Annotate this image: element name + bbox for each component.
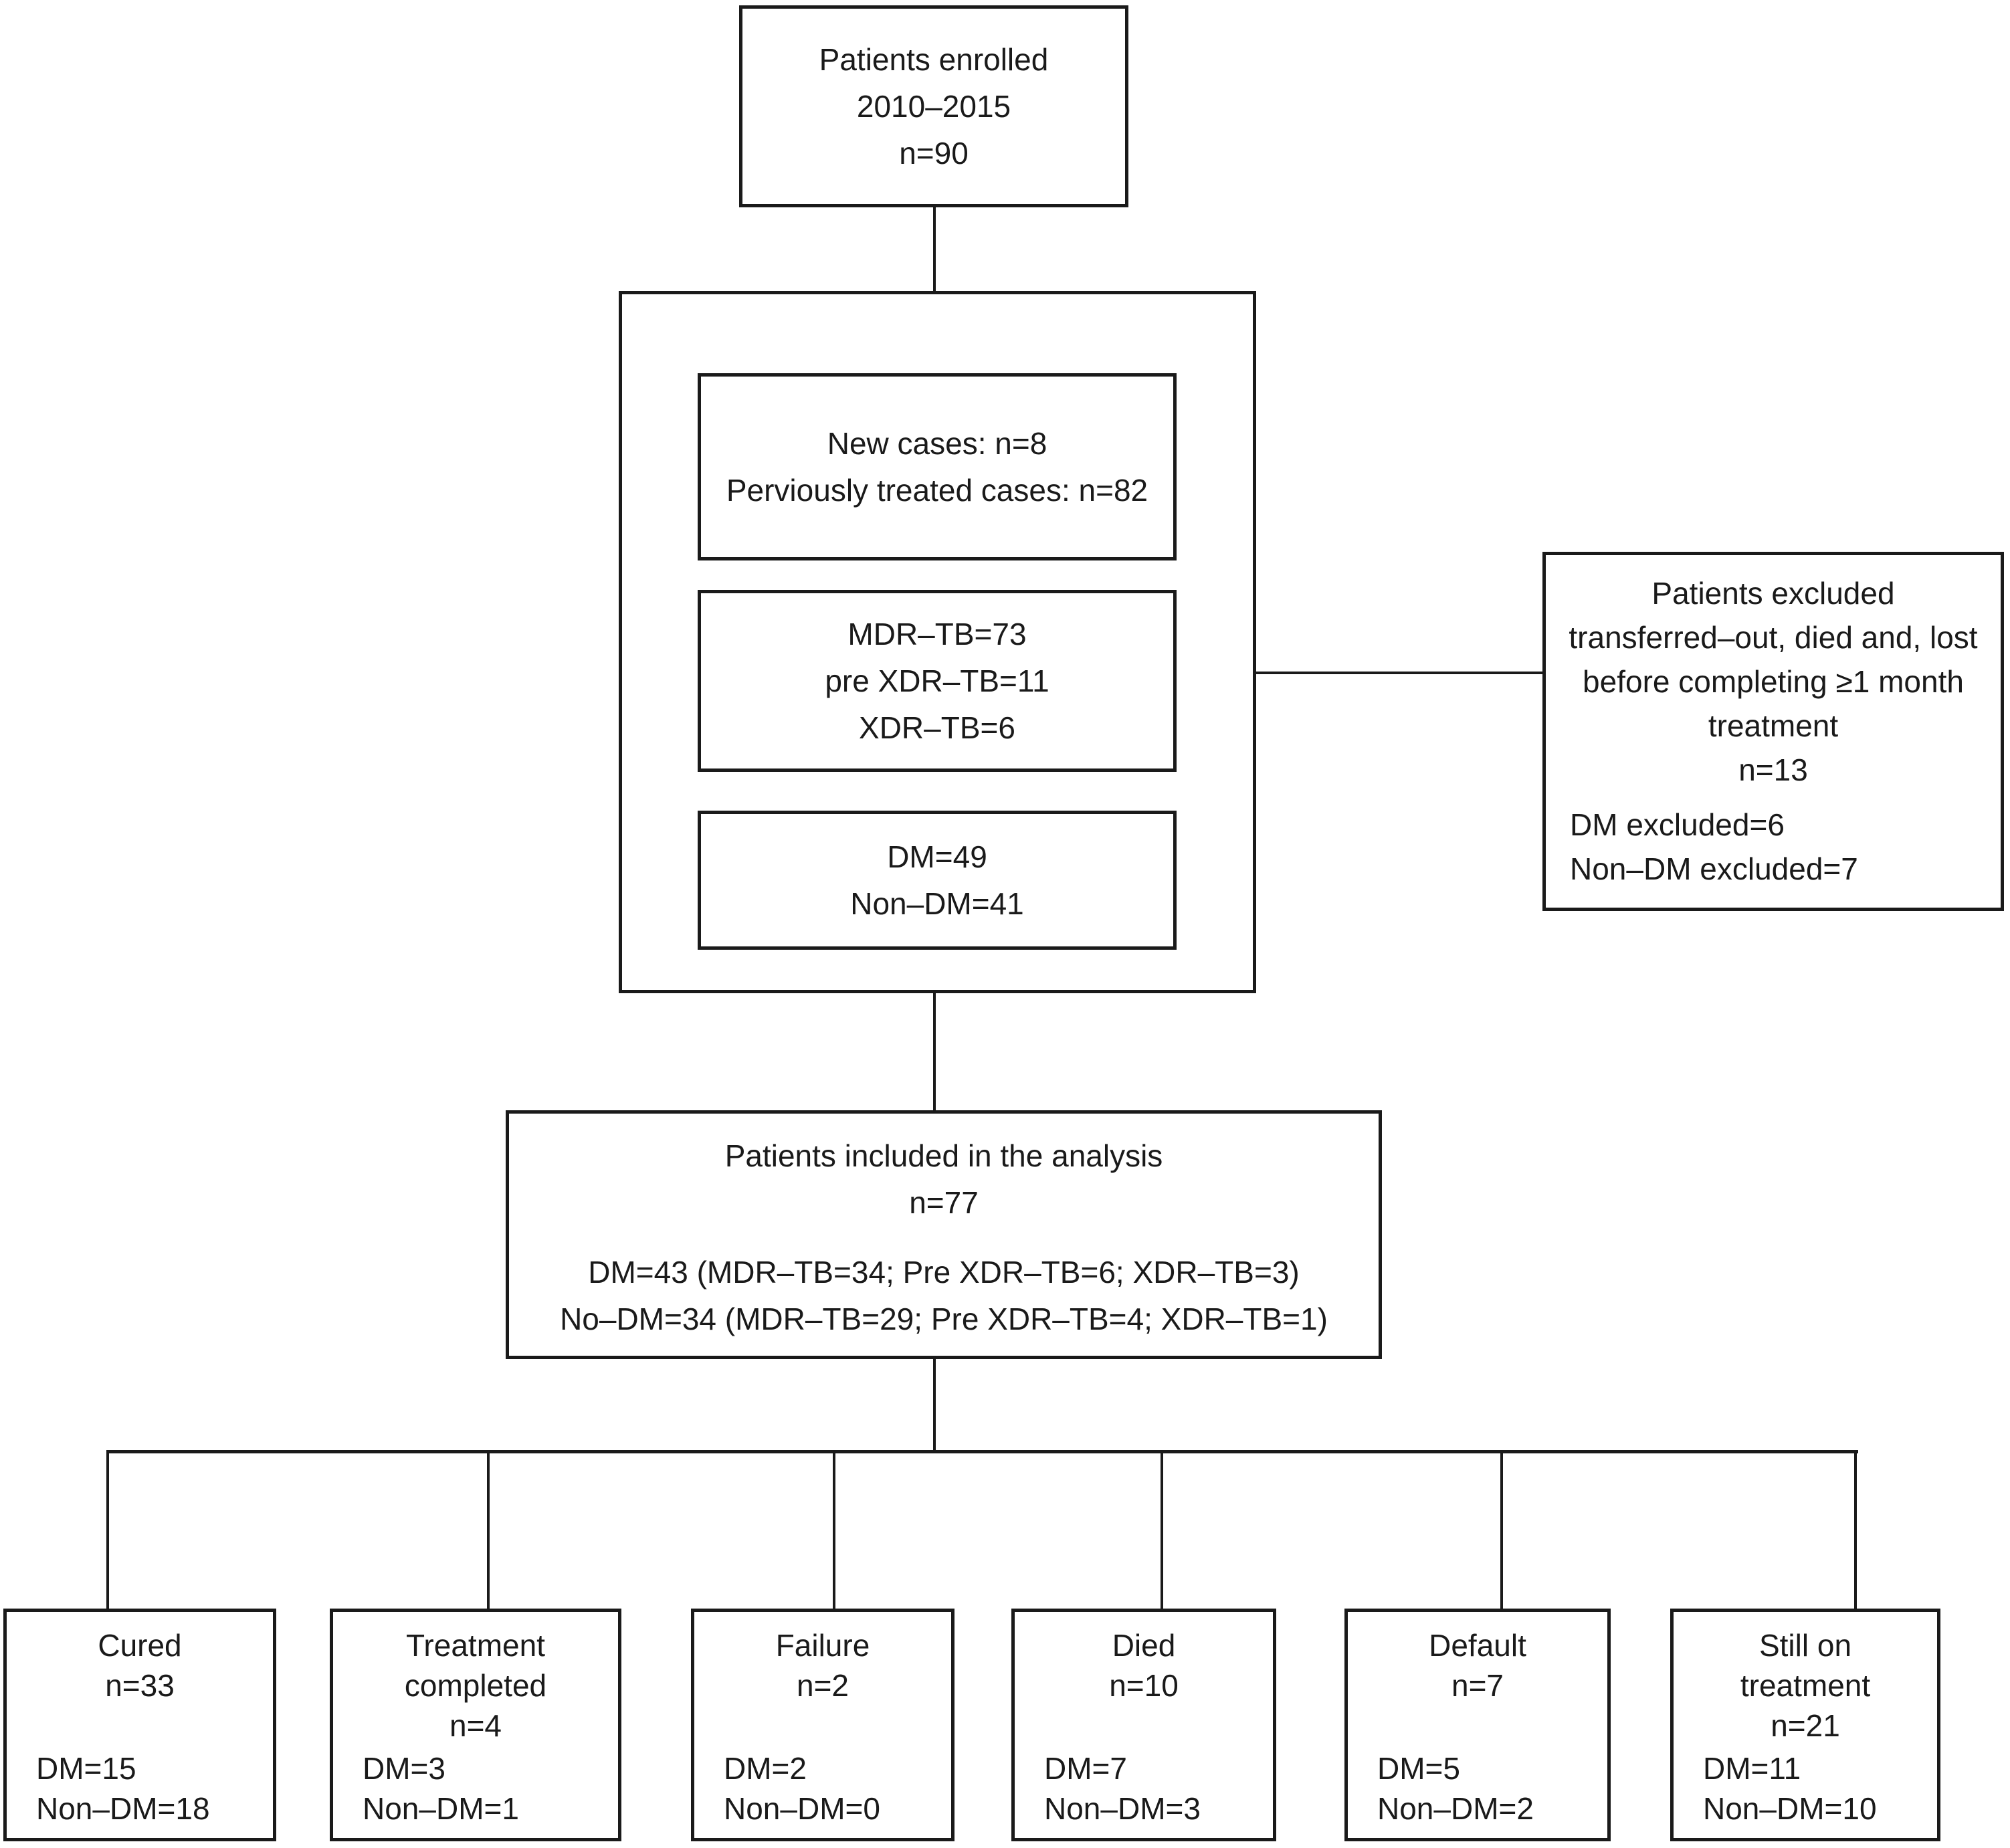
outcome-detail: DM=3 Non–DM=1	[333, 1748, 618, 1829]
branch-drop-default	[1500, 1453, 1503, 1609]
text-line: Treatment	[406, 1628, 545, 1663]
text-line: Died	[1112, 1628, 1176, 1663]
text-line: Non–DM=3	[1044, 1791, 1201, 1826]
text-line: DM excluded=6	[1570, 807, 1785, 842]
branch-drop-treatment-completed	[487, 1453, 490, 1609]
outcome-header: Died n=10	[1015, 1625, 1273, 1706]
outcome-header: Still on treatment n=21	[1674, 1625, 1937, 1746]
text-line: MDR–TB=73	[847, 617, 1027, 651]
outcome-header: Failure n=2	[694, 1625, 951, 1706]
branch-drop-died	[1161, 1453, 1163, 1609]
connector-main-to-excluded	[1253, 672, 1542, 674]
text-line: Default	[1429, 1628, 1526, 1663]
text-line: pre XDR–TB=11	[825, 663, 1049, 698]
text-line: n=77	[909, 1185, 979, 1220]
text-line: DM=7	[1044, 1751, 1127, 1786]
text-line: n=33	[105, 1668, 175, 1703]
text-line: Cured	[98, 1628, 182, 1663]
text-line: Patients included in the analysis	[724, 1138, 1163, 1173]
case-types-box: New cases: n=8 Perviously treated cases:…	[698, 373, 1177, 560]
outcome-box-failure: Failure n=2 DM=2 Non–DM=0	[691, 1609, 954, 1841]
text-line: DM=15	[36, 1751, 136, 1786]
text-line: Non–DM=0	[724, 1791, 880, 1826]
text-line: XDR–TB=6	[859, 710, 1015, 745]
outcome-box-treatment-completed: Treatment completed n=4 DM=3 Non–DM=1	[330, 1609, 621, 1841]
text-line: 2010–2015	[856, 89, 1011, 124]
text-line: DM=2	[724, 1751, 807, 1786]
dm-split-box: DM=49 Non–DM=41	[698, 811, 1177, 950]
outcome-box-died: Died n=10 DM=7 Non–DM=3	[1011, 1609, 1276, 1841]
outcome-box-default: Default n=7 DM=5 Non–DM=2	[1344, 1609, 1611, 1841]
text-line: before completing ≥1 month	[1583, 664, 1964, 699]
text-line: n=2	[796, 1668, 849, 1703]
text-line: n=4	[449, 1708, 502, 1743]
connector-main-to-included	[933, 993, 936, 1110]
outcome-detail: DM=2 Non–DM=0	[694, 1748, 951, 1829]
text-line: n=21	[1771, 1708, 1840, 1743]
text-line: Non–DM=10	[1703, 1791, 1877, 1826]
branch-line	[106, 1450, 1858, 1453]
text-line: Non–DM=1	[363, 1791, 519, 1826]
outcome-header: Treatment completed n=4	[333, 1625, 618, 1746]
excluded-title: Patients excluded transferred–out, died …	[1546, 571, 2001, 792]
text-line: completed	[404, 1668, 547, 1703]
connector-enrolled-to-main	[933, 207, 936, 291]
text-line: Non–DM=18	[36, 1791, 210, 1826]
text-line: Patients enrolled	[819, 42, 1049, 77]
text-line: treatment	[1708, 708, 1839, 743]
branch-drop-cured	[106, 1453, 109, 1609]
text-line: DM=3	[363, 1751, 445, 1786]
included-title: Patients included in the analysis n=77	[509, 1132, 1379, 1226]
text-line: Non–DM excluded=7	[1570, 851, 1858, 886]
text-line: DM=5	[1377, 1751, 1460, 1786]
text-line: n=7	[1451, 1668, 1504, 1703]
text-line: DM=43 (MDR–TB=34; Pre XDR–TB=6; XDR–TB=3…	[588, 1255, 1300, 1290]
branch-drop-failure	[833, 1453, 835, 1609]
text-line: Perviously treated cases: n=82	[726, 473, 1148, 508]
text-line: Non–DM=2	[1377, 1791, 1534, 1826]
enrolled-box: Patients enrolled 2010–2015 n=90	[739, 5, 1128, 207]
text-line: Patients excluded	[1651, 576, 1895, 611]
outcome-detail: DM=11 Non–DM=10	[1674, 1748, 1937, 1829]
outcome-header: Default n=7	[1348, 1625, 1607, 1706]
included-box: Patients included in the analysis n=77 D…	[506, 1110, 1382, 1359]
connector-included-to-branch	[933, 1359, 936, 1450]
excluded-detail: DM excluded=6 Non–DM excluded=7	[1546, 803, 2001, 891]
outcome-box-still-on-treatment: Still on treatment n=21 DM=11 Non–DM=10	[1670, 1609, 1940, 1841]
outcome-detail: DM=7 Non–DM=3	[1015, 1748, 1273, 1829]
text-line: DM=49	[887, 839, 987, 874]
outcome-detail: DM=5 Non–DM=2	[1348, 1748, 1607, 1829]
included-detail: DM=43 (MDR–TB=34; Pre XDR–TB=6; XDR–TB=3…	[509, 1249, 1379, 1342]
outcome-box-cured: Cured n=33 DM=15 Non–DM=18	[3, 1609, 276, 1841]
text-line: treatment	[1740, 1668, 1871, 1703]
branch-drop-still-on-treatment	[1854, 1453, 1857, 1609]
text-line: New cases: n=8	[827, 426, 1047, 461]
resistance-types-box: MDR–TB=73 pre XDR–TB=11 XDR–TB=6	[698, 590, 1177, 772]
text-line: No–DM=34 (MDR–TB=29; Pre XDR–TB=4; XDR–T…	[560, 1302, 1328, 1336]
text-line: n=13	[1738, 752, 1808, 787]
excluded-box: Patients excluded transferred–out, died …	[1542, 552, 2004, 911]
outcome-detail: DM=15 Non–DM=18	[7, 1748, 273, 1829]
text-line: DM=11	[1703, 1751, 1801, 1786]
text-line: n=90	[899, 136, 969, 171]
text-line: Failure	[775, 1628, 870, 1663]
text-line: n=10	[1109, 1668, 1179, 1703]
text-line: Non–DM=41	[850, 886, 1024, 921]
text-line: Still on	[1758, 1628, 1852, 1663]
outcome-header: Cured n=33	[7, 1625, 273, 1706]
text-line: transferred–out, died and, lost	[1569, 620, 1978, 655]
